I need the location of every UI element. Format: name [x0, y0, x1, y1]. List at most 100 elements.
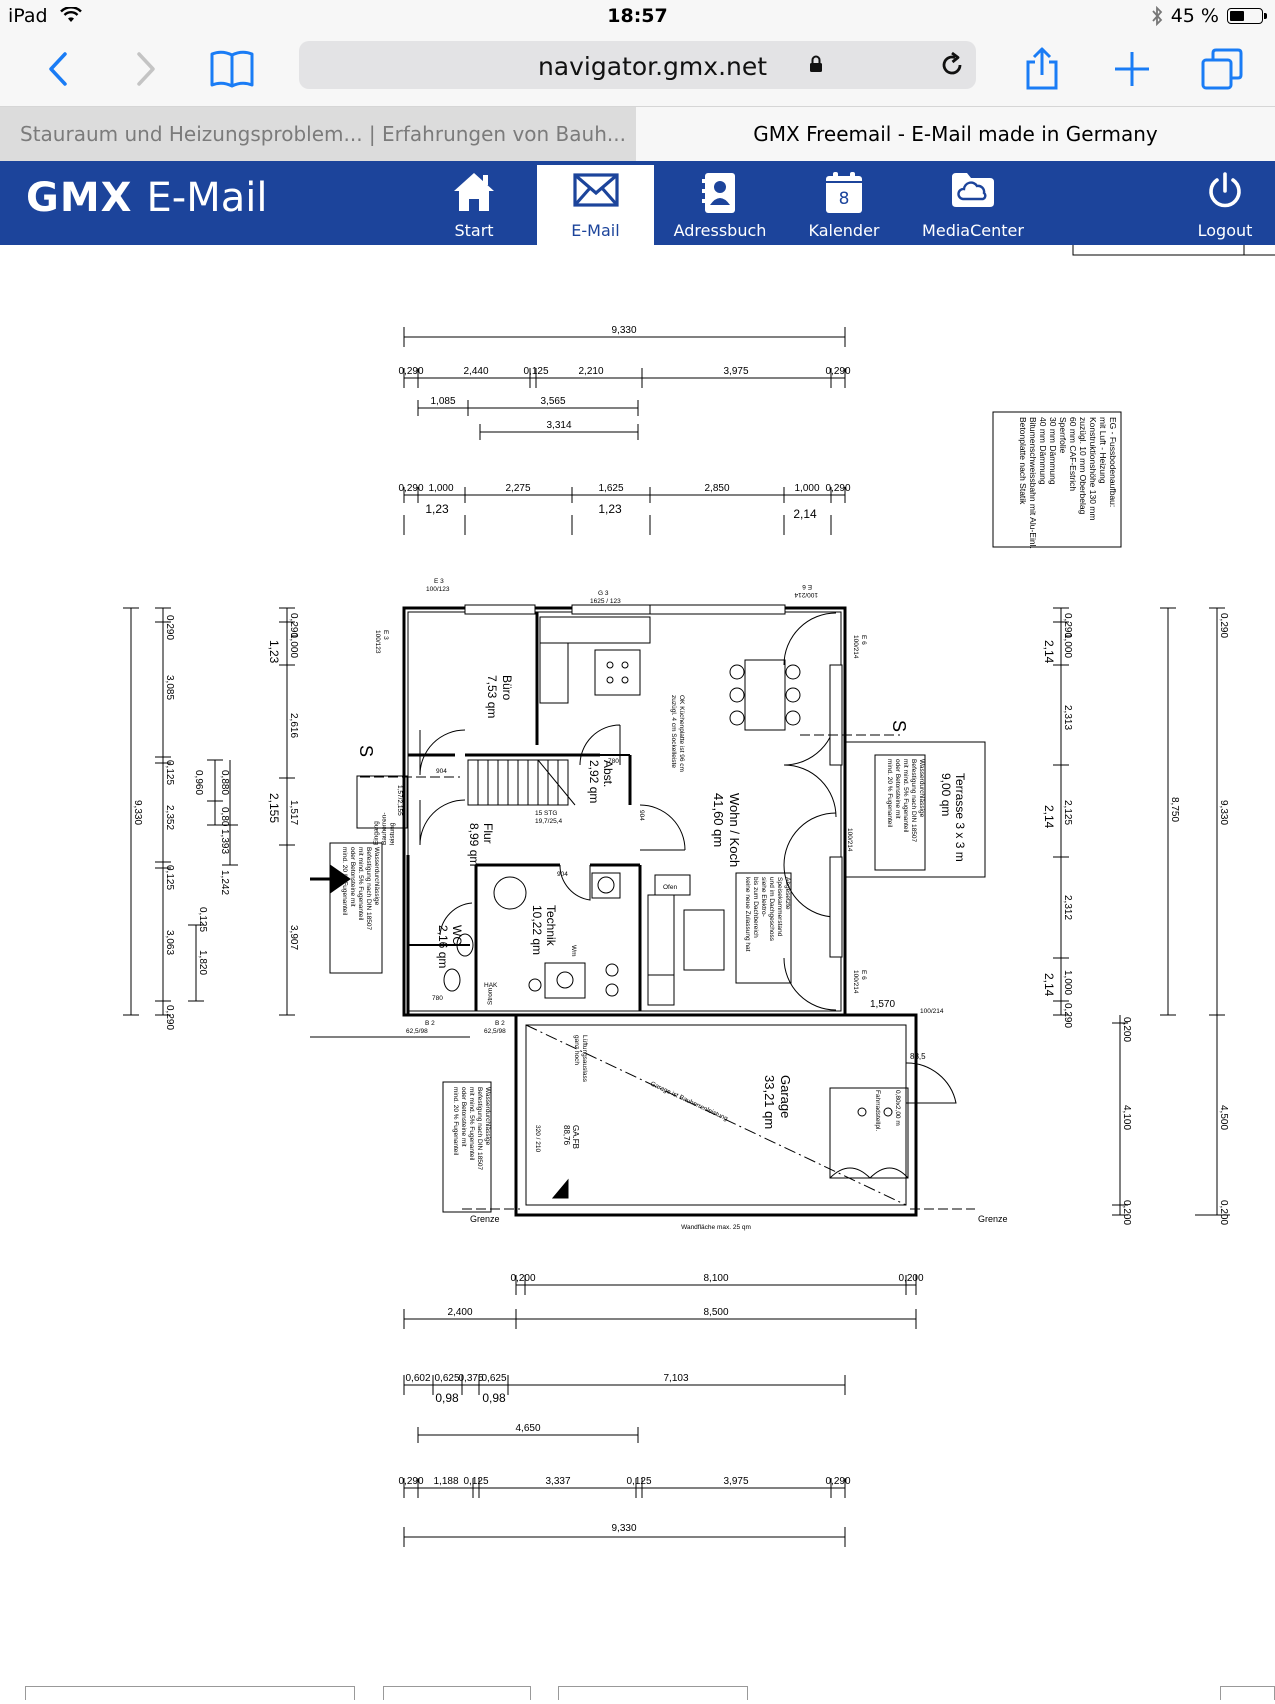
logo-product: E-Mail: [146, 175, 268, 221]
bookmarks-button[interactable]: [207, 44, 257, 94]
window-label: 100/123: [426, 586, 450, 593]
svg-text:mind. 20 % Fugenanteil: mind. 20 % Fugenanteil: [886, 759, 893, 828]
browser-toolbar: navigator.gmx.net: [0, 36, 1275, 106]
floor-plan-attachment[interactable]: 9,330 0,290 2,440 0,125 2,210 3,975 0,29…: [0, 245, 1275, 1700]
dim-label: 1,000: [1062, 970, 1073, 995]
dim-label: 0,602: [405, 1373, 430, 1384]
room-name: Garage: [778, 1075, 793, 1118]
back-button[interactable]: [33, 44, 83, 94]
nav-label: Kalender: [808, 221, 880, 240]
gmx-logo[interactable]: GMX E-Mail: [26, 175, 267, 221]
window-label: 62,5/98: [484, 1028, 506, 1035]
gafb-label: GA.FB: [571, 1125, 580, 1149]
dim-label: 4,650: [515, 1423, 540, 1434]
dim-label: 2,352: [164, 805, 175, 830]
window-label: B 2: [425, 1020, 435, 1027]
window-label: E 3: [382, 630, 389, 640]
dim-label: 0,290: [164, 615, 175, 640]
share-button[interactable]: [1017, 44, 1067, 94]
tab-erfahrungen[interactable]: Stauraum und Heizungsproblem... | Erfahr…: [0, 107, 636, 161]
nav-label: Adressbuch: [673, 221, 767, 240]
calendar-icon: [826, 172, 862, 213]
dim-label: 0,290: [825, 483, 850, 494]
forward-button[interactable]: [121, 44, 171, 94]
dim-label: 0,375: [458, 1373, 483, 1384]
nav-adressbuch[interactable]: Adressbuch: [664, 161, 776, 245]
nav-start[interactable]: Start: [418, 161, 530, 245]
dim-label: 9,330: [611, 1523, 636, 1534]
svg-text:mit mind. 5% Fugenanteil: mit mind. 5% Fugenanteil: [468, 1087, 475, 1161]
dim-label: 1,085: [430, 396, 455, 407]
dim-label: 0,290: [1062, 613, 1073, 638]
dim-label: 2,275: [505, 483, 530, 494]
dim-label: 1,242: [219, 870, 230, 895]
cloud-folder-icon: [952, 173, 994, 207]
garage-door-label: 320 / 210: [534, 1125, 541, 1152]
plus-icon: [1115, 52, 1149, 86]
window-label: 1625 / 123: [590, 598, 621, 605]
dim-label: 0,200: [510, 1273, 535, 1284]
svg-text:mit mind. 5% Fugenanteil: mit mind. 5% Fugenanteil: [902, 759, 909, 833]
logo-brand: GMX: [26, 175, 133, 221]
svg-text:mind. 20 % Fugenanteil: mind. 20 % Fugenanteil: [341, 847, 348, 916]
room-name: Flur: [481, 823, 495, 844]
address-bar[interactable]: navigator.gmx.net: [299, 41, 976, 89]
tabs-overview-button[interactable]: [1197, 44, 1247, 94]
dim-label: 0,125: [463, 1476, 488, 1487]
tab-gmx[interactable]: GMX Freemail - E-Mail made in Germany: [636, 107, 1275, 161]
dim-label: 1,000: [428, 483, 453, 494]
dim-label: 2,14: [1042, 640, 1056, 664]
dim-label: 2,14: [1042, 805, 1056, 829]
dim-label: 0,125: [164, 760, 175, 785]
dim-label: 0,290: [825, 1476, 850, 1487]
room-area: 33,21 qm: [762, 1075, 777, 1129]
dim-label: 8,100: [703, 1273, 728, 1284]
new-tab-button[interactable]: [1107, 44, 1157, 94]
nav-label: MediaCenter: [922, 221, 1024, 240]
nav-kalender[interactable]: 8 Kalender: [788, 161, 900, 245]
dim-label: 0,125: [523, 366, 548, 377]
svg-text:40 mm Dämmung: 40 mm Dämmung: [1038, 417, 1048, 485]
dim-label: 9,330: [132, 800, 143, 825]
dim-label: 1,000: [794, 483, 819, 494]
calendar-day: 8: [838, 189, 850, 209]
dim-label: 3,907: [288, 925, 299, 950]
stairs-label: 19,7/25,4: [535, 818, 562, 825]
dim-label: 1,625: [598, 483, 623, 494]
device-name: iPad: [8, 5, 48, 27]
window-label: E 3: [434, 578, 444, 585]
nav-email[interactable]: E-Mail: [537, 165, 654, 245]
lock-icon: [810, 55, 822, 72]
svg-text:Speisekammerstand: Speisekammerstand: [776, 877, 783, 937]
reload-icon[interactable]: [938, 51, 966, 79]
dim-label: 2,440: [463, 366, 488, 377]
dim-label: 2,850: [704, 483, 729, 494]
strom-label: Strom: [487, 988, 494, 1005]
svg-text:keine neue Zulassung hat: keine neue Zulassung hat: [744, 877, 751, 952]
dim-label: 1,188: [433, 1476, 458, 1487]
section-marker: S: [889, 720, 909, 732]
svg-text:Sperrfolie: Sperrfolie: [1058, 417, 1068, 454]
nav-mediacenter[interactable]: MediaCenter: [912, 161, 1034, 245]
svg-text:mind. 20 % Fugenanteil: mind. 20 % Fugenanteil: [452, 1087, 459, 1156]
dim-label: 1,393: [219, 829, 230, 854]
dim-label: 0,880: [219, 770, 230, 795]
svg-text:Befestigung nach DIN 18507: Befestigung nach DIN 18507: [910, 759, 917, 842]
dim-label: 0,290: [398, 366, 423, 377]
svg-text:OK Küchenplatte ist 96 cm: OK Küchenplatte ist 96 cm: [678, 695, 685, 772]
window-label: 100/214: [852, 970, 859, 994]
tab-title: Stauraum und Heizungsproblem... | Erfahr…: [20, 122, 626, 146]
dim-label: 8,750: [1169, 797, 1180, 822]
dim-label: 1,820: [197, 950, 208, 975]
section-marker: S: [356, 745, 376, 757]
window-label: E 6: [860, 970, 867, 980]
nav-logout[interactable]: Logout: [1180, 161, 1270, 245]
clock: 18:57: [607, 5, 668, 27]
dim-label: 1,000: [288, 633, 299, 658]
dim-label: 0,125: [164, 865, 175, 890]
dim-label: 9,330: [1218, 800, 1229, 825]
room-area: 10,22 qm: [530, 905, 544, 955]
dim-label: 3,975: [723, 366, 748, 377]
